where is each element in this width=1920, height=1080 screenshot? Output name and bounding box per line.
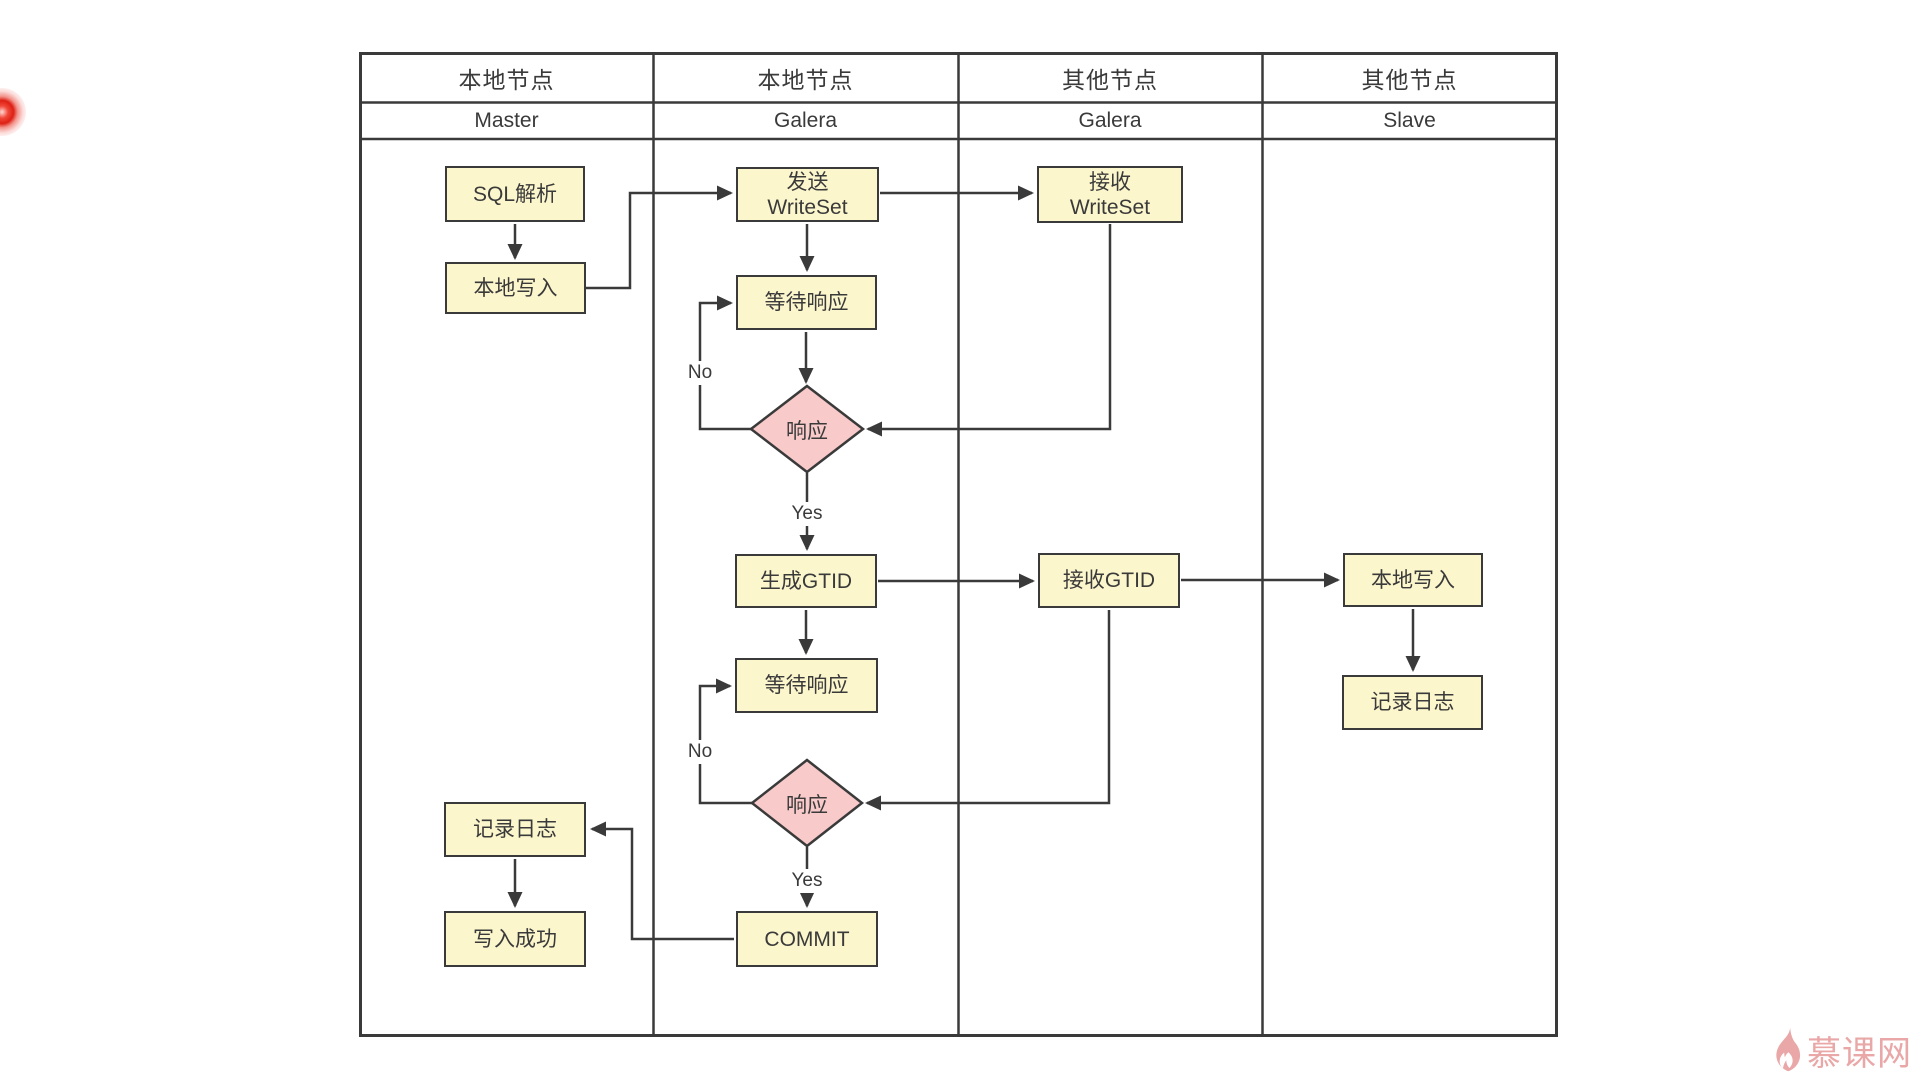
lane2-title: 本地节点 (757, 66, 854, 93)
node-recv-writeset: 接收 WriteSet (1037, 166, 1183, 223)
node-wait-response-1: 等待响应 (736, 275, 877, 330)
node-local-write-slave: 本地写入 (1343, 553, 1483, 607)
decision-diamonds (748, 384, 866, 848)
edge-recvgtid-to-resp2 (865, 610, 1111, 811)
lane3-subtitle: Galera (1078, 108, 1142, 132)
lane4-title: 其他节点 (1361, 66, 1458, 93)
node-send-writeset: 发送 WriteSet (736, 167, 879, 222)
node-write-success: 写入成功 (444, 911, 586, 967)
node-wait-response-2: 等待响应 (735, 658, 878, 713)
resp2-diamond (749, 758, 865, 848)
resp1-diamond-label: 响应 (786, 420, 828, 443)
node-commit: COMMIT (736, 911, 878, 967)
edge-localwrite-to-sendwriteset (586, 185, 733, 290)
lane1-title: 本地节点 (458, 66, 555, 93)
node-recv-writeset-line1: 接收 (1089, 170, 1131, 194)
lane1-subtitle: Master (474, 108, 539, 132)
swimlane-grid (359, 52, 1558, 1037)
node-send-writeset-line1: 发送 (786, 170, 829, 194)
edge-commit-to-logmaster (590, 821, 734, 941)
node-receive-gtid: 接收GTID (1038, 553, 1180, 608)
edge-recvwriteset-to-resp1 (866, 224, 1112, 437)
flame-icon (1776, 1027, 1801, 1071)
resp1-diamond (748, 384, 866, 474)
edge-label-no-1: No (684, 361, 716, 385)
lane2-subtitle: Galera (773, 108, 838, 132)
node-generate-gtid: 生成GTID (735, 554, 877, 608)
flow-connectors (507, 185, 1421, 941)
lane3-title: 其他节点 (1062, 66, 1158, 93)
node-recv-writeset-line2: WriteSet (1069, 195, 1151, 219)
watermark-text: 慕课网 (1807, 1035, 1912, 1073)
node-log-master: 记录日志 (444, 802, 586, 857)
resp2-diamond-label: 响应 (786, 794, 828, 817)
node-sql-parse: SQL解析 (445, 166, 585, 222)
edge-label-no-2: No (684, 740, 716, 764)
imooc-watermark: 慕课网 (1772, 1026, 1912, 1075)
node-send-writeset-line2: WriteSet (767, 195, 848, 219)
node-log-slave: 记录日志 (1342, 675, 1483, 730)
edge-label-yes-1: Yes (788, 502, 826, 526)
lane4-subtitle: Slave (1383, 108, 1436, 132)
node-local-write-master: 本地写入 (445, 262, 586, 314)
edge-label-yes-2: Yes (788, 869, 826, 893)
